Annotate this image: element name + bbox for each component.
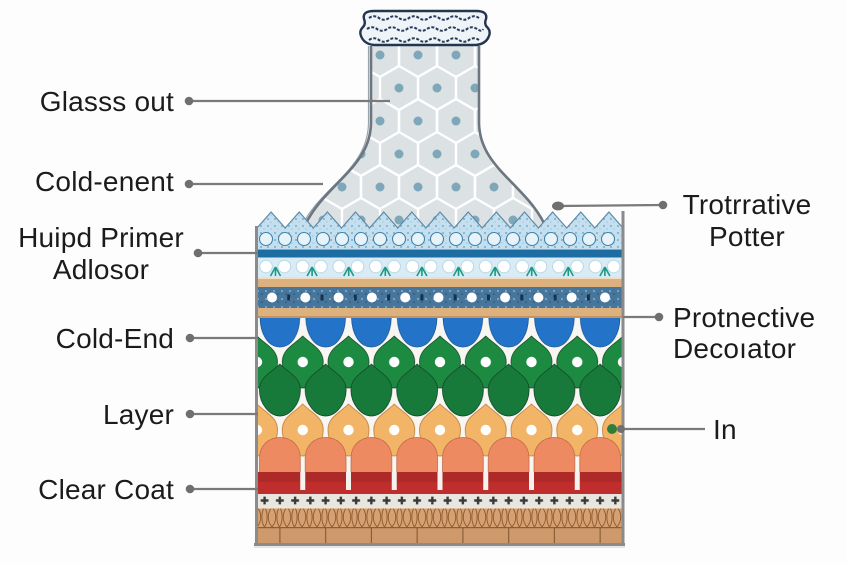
scale-pattern-layer — [257, 318, 623, 472]
body-border — [254, 211, 625, 548]
label-in-text: In — [713, 414, 737, 445]
brick-band — [257, 526, 623, 544]
label-huipd-primer-line2: Adlosor — [52, 254, 150, 285]
ornament-band — [257, 257, 623, 277]
leader-dot-cold-end — [185, 333, 195, 343]
label-cold-enent-text: Cold-enent — [35, 166, 174, 197]
zigzag-trim-band — [256, 211, 624, 251]
label-glass-out-text: Glasss out — [39, 86, 174, 117]
leader-dot-layer — [185, 409, 195, 419]
label-protnective-line1: Protnective — [673, 302, 816, 333]
label-huipd-primer-line1: Huipd Primer — [18, 222, 184, 253]
label-in: In — [713, 414, 737, 445]
label-protnective-decorator: Protnective Decoıator — [673, 302, 847, 364]
label-clear-coat: Clear Coat — [0, 474, 174, 505]
bottle-lip — [359, 9, 491, 47]
glass-neck — [298, 46, 550, 233]
label-cold-end: Cold-End — [0, 323, 174, 354]
leader-line-trotrrative — [557, 203, 664, 208]
leader-dot-cold-enent — [184, 179, 194, 189]
label-clear-coat-text: Clear Coat — [38, 474, 174, 505]
leader-dot-clear-coat — [185, 484, 195, 494]
leader-dot-in-green — [607, 424, 617, 434]
tan-band-2 — [257, 308, 623, 318]
leader-dot-in-gray — [617, 425, 625, 433]
tan-band-1 — [257, 277, 623, 287]
leader-dot-protnective — [654, 312, 664, 322]
label-layer-text: Layer — [102, 399, 174, 430]
leader-dot-glass-out — [184, 96, 194, 106]
label-layer: Layer — [0, 399, 174, 430]
label-glass-out: Glasss out — [0, 86, 174, 117]
leader-dot-trotrrative-right — [658, 200, 668, 210]
navy-dot-band — [257, 287, 623, 308]
label-cold-end-text: Cold-End — [55, 323, 174, 354]
label-huipd-primer: Huipd Primer Adlosor — [5, 222, 197, 286]
cross-band — [257, 494, 623, 507]
label-trotrrative-potter: Trotrrative Potter — [662, 189, 832, 253]
red-band — [257, 472, 623, 494]
lattice-band — [257, 507, 623, 527]
label-cold-enent: Cold-enent — [0, 166, 174, 197]
leader-dot-trotrrative-left — [552, 201, 564, 211]
label-trotrrative-line1: Trotrrative — [682, 189, 812, 220]
label-trotrrative-line2: Potter — [709, 221, 785, 252]
leader-dot-huipd-primer — [193, 248, 203, 258]
label-protnective-line2: Decoıator — [673, 333, 797, 364]
